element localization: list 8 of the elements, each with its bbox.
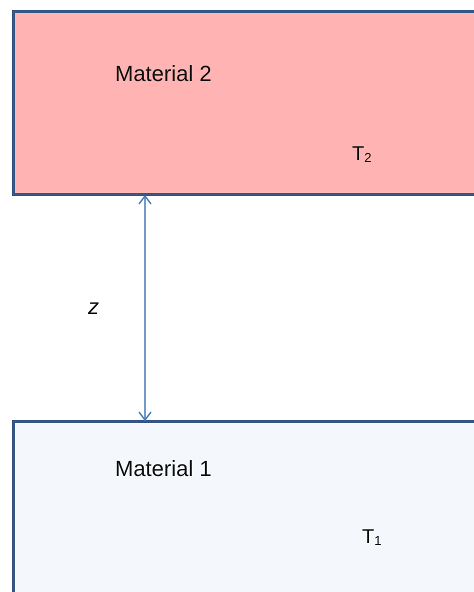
edge-label: z [88, 294, 99, 320]
material-block [12, 10, 474, 196]
temperature-label: T$_{1}$ [362, 526, 382, 549]
material-label: Material 2 [115, 61, 212, 87]
double-arrow [138, 196, 152, 421]
temperature-label: T$_{2}$ [352, 143, 372, 166]
material-block [12, 420, 474, 592]
material-label: Material 1 [115, 456, 212, 482]
